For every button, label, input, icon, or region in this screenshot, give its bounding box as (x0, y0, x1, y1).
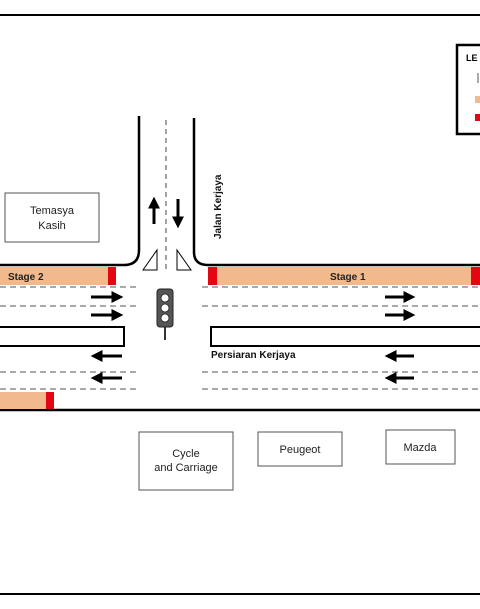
building-peugeot-label: Peugeot (280, 444, 321, 456)
building-cycle-line1: Cycle (172, 448, 200, 460)
stage-1-stop-bar-right (471, 267, 480, 285)
stage-2-bar (0, 267, 114, 285)
stage-2-label: Stage 2 (8, 272, 44, 283)
building-mazda-label: Mazda (403, 442, 437, 454)
legend-swatch-stage (475, 96, 480, 103)
building-peugeot (257, 431, 343, 467)
legend: LE (455, 43, 480, 136)
stage-2-stop-bar (108, 267, 116, 285)
yield-triangle-right (176, 248, 192, 271)
building-temasya-kasih (4, 192, 100, 243)
stage-1-stop-bar-left (208, 267, 217, 285)
median-left (0, 326, 125, 347)
stage-1-label: Stage 1 (330, 272, 366, 283)
bottom-stage-bar (0, 392, 52, 409)
jalan-kerjaya-right-edge (192, 118, 480, 267)
building-temasya-line2: Kasih (38, 220, 66, 232)
yield-triangle-left (142, 248, 158, 271)
diagram-frame (0, 14, 480, 595)
building-temasya-line1: Temasya (30, 205, 75, 217)
traffic-light-icon (156, 288, 174, 340)
lane-markings (0, 286, 480, 390)
building-cycle-and-carriage (138, 431, 234, 491)
legend-title: LE (466, 53, 478, 63)
jalan-kerjaya-left-edge (0, 116, 141, 267)
road-label-jalan-kerjaya: Jalan Kerjaya (213, 174, 224, 239)
stage-1-bar (208, 267, 480, 285)
bottom-stop-bar (46, 392, 54, 409)
legend-swatch-stop (475, 114, 480, 121)
road-label-persiaran-kerjaya: Persiaran Kerjaya (211, 350, 296, 361)
building-mazda (385, 429, 456, 465)
median-right (210, 326, 480, 347)
building-cycle-line2: and Carriage (154, 462, 218, 474)
